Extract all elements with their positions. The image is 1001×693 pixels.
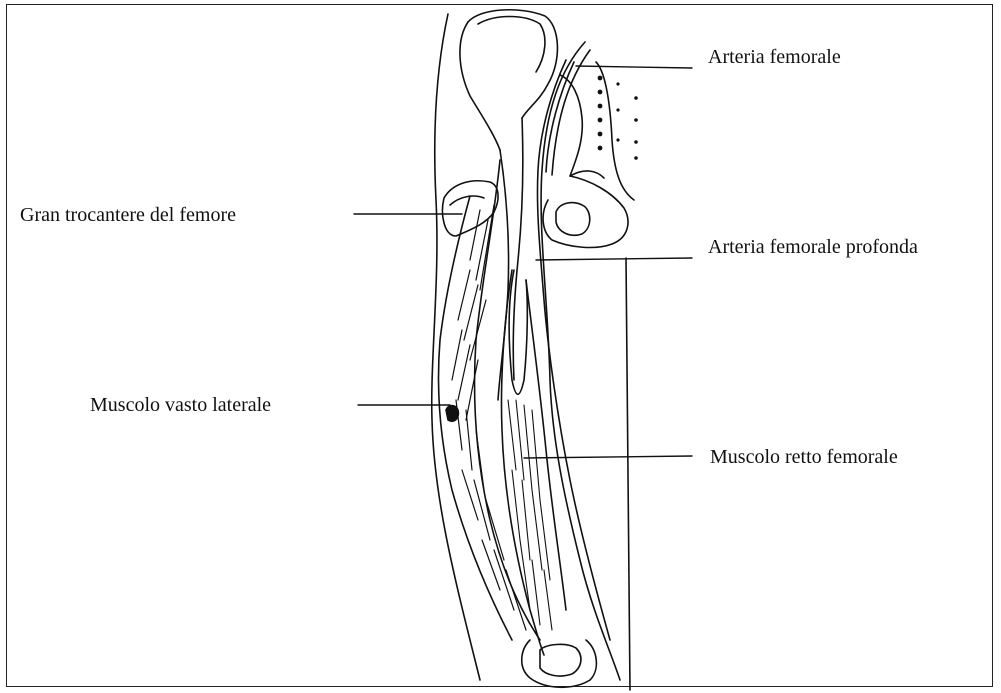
- label-muscolo-vasto-laterale: Muscolo vasto laterale: [90, 394, 271, 416]
- vastus-lateralis-fibers: [452, 205, 526, 630]
- obturator-foramen: [556, 203, 590, 236]
- femoral-neck: [460, 22, 500, 150]
- thigh-medial-contour: [541, 42, 620, 680]
- femur-shaft-right: [513, 118, 523, 380]
- leader-retto-femorale: [524, 456, 692, 458]
- label-gran-trocantere: Gran trocantere del femore: [20, 204, 236, 226]
- femur-shaft-left: [498, 150, 509, 400]
- leader-arteria-femorale: [576, 66, 692, 68]
- label-muscolo-retto-femorale: Muscolo retto femorale: [710, 446, 898, 468]
- distal-femur: [522, 640, 597, 687]
- knee-cap: [540, 644, 581, 676]
- muscle-dark-spot: [446, 406, 458, 422]
- pubic-texture: [598, 76, 638, 160]
- greater-trochanter-rim: [450, 196, 484, 205]
- medial-lower-contour: [626, 258, 630, 690]
- rectus-femoris-tendon: [509, 270, 527, 394]
- femoral-head-inner: [478, 17, 545, 73]
- femoral-head: [468, 10, 557, 118]
- leader-arteria-profonda: [536, 258, 692, 260]
- label-arteria-femorale-profonda: Arteria femorale profonda: [708, 236, 918, 258]
- pelvis-upper-edge: [596, 62, 634, 200]
- label-arteria-femorale: Arteria femorale: [708, 46, 841, 68]
